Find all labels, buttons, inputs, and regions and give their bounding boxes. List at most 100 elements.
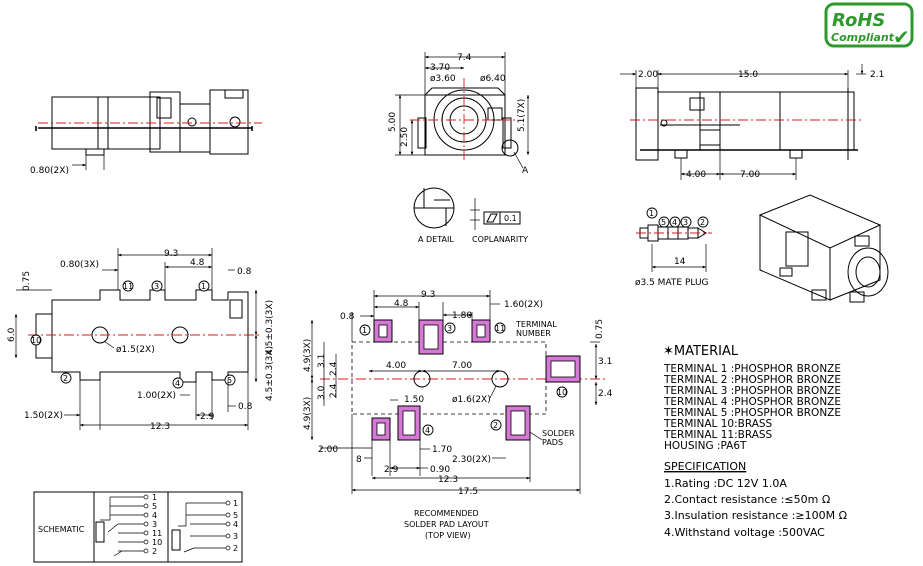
dim-dia-3-60: ø3.60 bbox=[430, 74, 456, 84]
pad-dim-0-75: 0.75 bbox=[595, 319, 605, 339]
spec-title: SPECIFICATION bbox=[664, 460, 746, 473]
plug-num-3: 3 bbox=[683, 218, 688, 227]
bv-hole-dim: ø1.5(2X) bbox=[116, 345, 155, 355]
pad-pin-10: 10 bbox=[557, 388, 567, 397]
pad-dim-2-4-right: 2.4 bbox=[598, 389, 613, 399]
pad-pin-2: 2 bbox=[493, 421, 498, 430]
material-row-5: TERMINAL 5 :PHOSPHOR BRONZE bbox=[663, 407, 841, 419]
material-row-6: TERMINAL 10:BRASS bbox=[663, 418, 773, 430]
bv-pin-2: 2 bbox=[63, 374, 68, 383]
sch-left-1: 1 bbox=[152, 493, 157, 502]
pad-dim-4-9-top: 4.9(3X) bbox=[303, 339, 313, 372]
check-icon: ✔ bbox=[893, 25, 910, 49]
pad-dim-4-00: 4.00 bbox=[386, 361, 406, 371]
caption-line3: (TOP VIEW) bbox=[425, 531, 471, 540]
sch-left-11: 11 bbox=[152, 529, 162, 538]
front-view: 7.4 3.70 ø3.60 ø6.40 5.00 2.50 5.1(7X) A bbox=[388, 52, 530, 176]
solder-pads-line1: SOLDER bbox=[542, 429, 575, 438]
dim-080-2x: 0.80(2X) bbox=[30, 166, 69, 176]
dim-4-00: 4.00 bbox=[686, 170, 706, 180]
pad-dim-1-80: 1.80 bbox=[452, 311, 472, 321]
solder-pad-layout: 1 2 3 4 10 11 9.3 4.8 1.80 1.60(2X) 0.8 … bbox=[303, 290, 613, 540]
plug-dim-14: 14 bbox=[674, 257, 686, 267]
pad-pin-1: 1 bbox=[362, 326, 367, 335]
isometric-view bbox=[758, 194, 889, 303]
bottom-view: 11 3 1 10 2 4 5 9.3 4.8 0.80(3X) 0.8 0.7… bbox=[7, 248, 275, 432]
bv-dim-12-3: 12.3 bbox=[150, 422, 170, 432]
top-left-side-view: 0.80(2X) bbox=[30, 89, 262, 176]
spec-row-3: 3.Insulation resistance :≥100M Ω bbox=[664, 509, 847, 522]
plug-num-4: 4 bbox=[672, 218, 677, 227]
material-table: ✶MATERIAL TERMINAL 1 :PHOSPHOR BRONZE TE… bbox=[663, 344, 841, 452]
spec-row-4: 4.Withstand voltage :500VAC bbox=[664, 526, 825, 539]
bv-dim-080-3x: 0.80(3X) bbox=[60, 260, 99, 270]
pad-dim-1-60-2x: 1.60(2X) bbox=[504, 300, 543, 310]
coplanarity-tolerance: 0.1 bbox=[504, 214, 517, 223]
bv-dim-2-9: 2.9 bbox=[200, 412, 215, 422]
rohs-badge: RoHS Compliant ✔ bbox=[824, 2, 914, 49]
sch-right-2: 2 bbox=[233, 544, 238, 553]
sch-right-5: 5 bbox=[233, 511, 238, 520]
material-title: ✶MATERIAL bbox=[663, 344, 739, 359]
mate-plug: 1 5 4 3 2 14 ø3.5 MATE PLUG bbox=[635, 207, 712, 288]
bv-dim-4-5b: 4.5±0.3(3X) bbox=[265, 346, 275, 401]
specification: SPECIFICATION 1.Rating :DC 12V 1.0A 2.Co… bbox=[664, 460, 847, 539]
sch-left-5: 5 bbox=[152, 502, 157, 511]
detail-a-callout: A bbox=[522, 166, 529, 176]
pad-dim-9-3: 9.3 bbox=[421, 290, 435, 300]
material-row-2: TERMINAL 2 :PHOSPHOR BRONZE bbox=[663, 374, 841, 386]
bv-dim-0-8b: 0.8 bbox=[238, 402, 253, 412]
bv-pin-4: 4 bbox=[175, 379, 180, 388]
dim-2-50: 2.50 bbox=[400, 127, 410, 147]
pad-dim-2-4-left2: 2.4 bbox=[329, 383, 339, 398]
bv-pin-3: 3 bbox=[154, 282, 159, 291]
pad-dim-3-0: 3.0 bbox=[317, 385, 327, 400]
bv-pin-5: 5 bbox=[227, 376, 232, 385]
schematic: SCHEMATIC 1 5 4 3 11 10 2 1 bbox=[33, 491, 243, 563]
sch-right-4: 4 bbox=[233, 520, 238, 529]
pad-dim-2-4-left: 2.4 bbox=[329, 361, 339, 376]
bv-dim-0-8: 0.8 bbox=[237, 267, 252, 277]
bv-dim-4-8: 4.8 bbox=[190, 258, 205, 268]
pad-pin-11: 11 bbox=[495, 324, 505, 333]
material-row-7: TERMINAL 11:BRASS bbox=[663, 429, 773, 441]
bv-pin-10: 10 bbox=[31, 336, 41, 345]
pad-pin-4: 4 bbox=[425, 426, 430, 435]
pad-pin-3: 3 bbox=[447, 324, 452, 333]
pad-dim-3-1-left: 3.1 bbox=[317, 354, 327, 368]
sch-left-2: 2 bbox=[152, 547, 157, 556]
schematic-label: SCHEMATIC bbox=[38, 525, 85, 534]
pad-dim-3-1-right: 3.1 bbox=[598, 357, 612, 367]
pad-dim-0-90: 0.90 bbox=[430, 465, 450, 475]
dim-7-00: 7.00 bbox=[740, 170, 760, 180]
rohs-subtitle: Compliant bbox=[831, 31, 895, 44]
dim-5-00: 5.00 bbox=[388, 112, 398, 132]
bv-dim-9-3: 9.3 bbox=[164, 249, 178, 259]
pad-hole-dim: ø1.6(2X) bbox=[452, 395, 491, 405]
pad-dim-7-00: 7.00 bbox=[452, 361, 472, 371]
pad-dim-12-3: 12.3 bbox=[438, 475, 458, 485]
material-row-8: HOUSING :PA6T bbox=[664, 440, 747, 452]
pad-dim-0-8: 0.8 bbox=[340, 312, 355, 322]
sch-left-3: 3 bbox=[152, 520, 157, 529]
spec-row-2: 2.Contact resistance :≤50m Ω bbox=[664, 493, 830, 506]
plug-num-5: 5 bbox=[661, 218, 666, 227]
plug-num-2: 2 bbox=[700, 218, 705, 227]
caption-line2: SOLDER PAD LAYOUT bbox=[404, 520, 489, 529]
dim-2-00: 2.00 bbox=[638, 70, 658, 80]
pad-dim-1-70: 1.70 bbox=[432, 445, 452, 455]
pad-dim-2-9: 2.9 bbox=[384, 465, 399, 475]
bv-dim-1-50-2x: 1.50(2X) bbox=[24, 411, 63, 421]
rohs-title: RoHS bbox=[832, 10, 885, 31]
dim-15-0: 15.0 bbox=[738, 70, 758, 80]
terminal-number-line1: TERMINAL bbox=[515, 320, 557, 329]
sch-left-10: 10 bbox=[152, 538, 162, 547]
pad-dim-17-5: 17.5 bbox=[458, 487, 478, 497]
bv-pin-11: 11 bbox=[123, 282, 133, 291]
bv-dim-1-00-2x: 1.00(2X) bbox=[137, 391, 176, 401]
dim-7-4: 7.4 bbox=[457, 53, 472, 63]
bv-dim-4-5a: 4.5±0.3(3X) bbox=[265, 300, 275, 355]
a-detail: A DETAIL COPLANARITY 0.1 bbox=[413, 187, 528, 244]
caption-line1: RECOMMENDED bbox=[414, 509, 479, 518]
